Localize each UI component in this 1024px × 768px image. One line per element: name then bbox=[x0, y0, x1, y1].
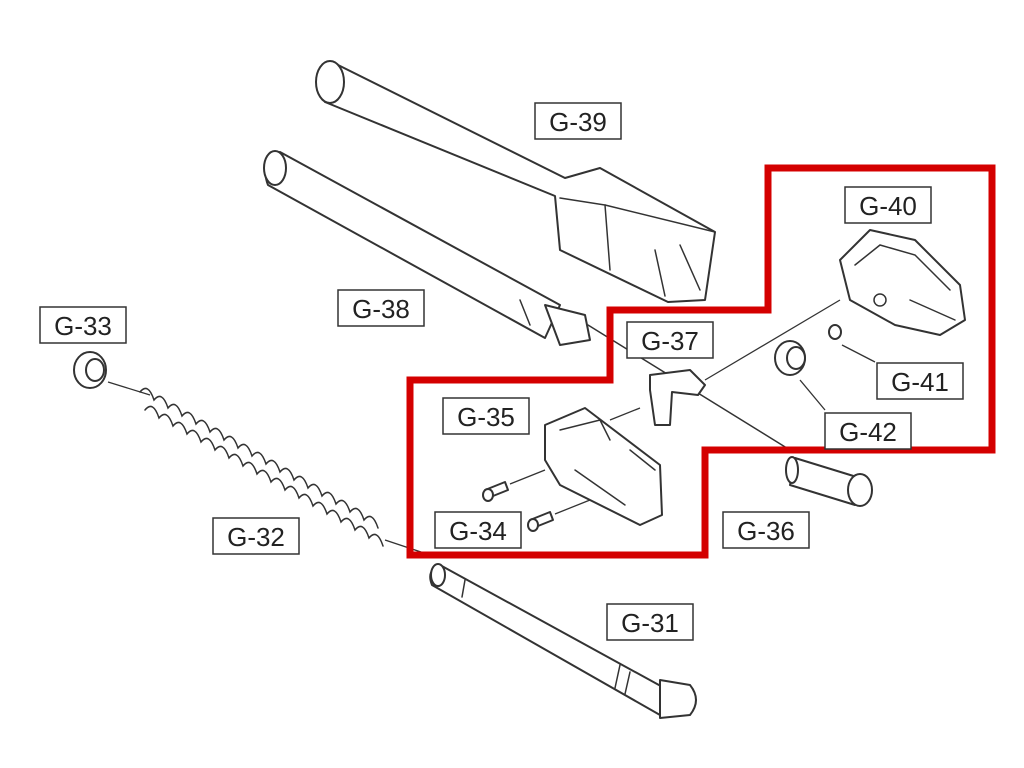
svg-text:G-36: G-36 bbox=[737, 516, 795, 546]
outer-barrel-part bbox=[315, 60, 716, 303]
label-g38: G-38 bbox=[337, 289, 425, 327]
screws-part bbox=[482, 469, 591, 532]
label-g33: G-33 bbox=[39, 306, 127, 344]
o-ring-part bbox=[828, 324, 876, 363]
svg-text:G-33: G-33 bbox=[54, 311, 112, 341]
label-g31: G-31 bbox=[606, 603, 694, 641]
inner-barrel-part bbox=[263, 150, 791, 451]
highlight-outline bbox=[406, 164, 996, 559]
label-g40: G-40 bbox=[844, 186, 932, 224]
svg-text:G-39: G-39 bbox=[549, 107, 607, 137]
label-g41: G-41 bbox=[876, 362, 964, 400]
svg-text:G-41: G-41 bbox=[891, 367, 949, 397]
guide-cap-part bbox=[73, 351, 151, 396]
label-g32: G-32 bbox=[212, 517, 300, 555]
chamber-body-part bbox=[839, 229, 966, 336]
label-g39: G-39 bbox=[534, 102, 622, 140]
label-g36: G-36 bbox=[722, 511, 810, 549]
svg-text:G-35: G-35 bbox=[457, 402, 515, 432]
svg-text:G-40: G-40 bbox=[859, 191, 917, 221]
label-g37: G-37 bbox=[626, 321, 714, 359]
label-g42: G-42 bbox=[824, 412, 912, 450]
hop-up-base-part bbox=[544, 407, 663, 526]
svg-text:G-42: G-42 bbox=[839, 417, 897, 447]
svg-text:G-34: G-34 bbox=[449, 516, 507, 546]
hop-up-rubber-part bbox=[774, 340, 826, 411]
guide-rod-part bbox=[429, 563, 697, 719]
svg-text:G-38: G-38 bbox=[352, 294, 410, 324]
svg-text:G-31: G-31 bbox=[621, 608, 679, 638]
chamber-tube-part bbox=[785, 456, 873, 507]
label-g34: G-34 bbox=[434, 511, 522, 549]
clip-part bbox=[649, 299, 841, 426]
svg-text:G-32: G-32 bbox=[227, 522, 285, 552]
label-g35: G-35 bbox=[442, 397, 530, 435]
svg-text:G-37: G-37 bbox=[641, 326, 699, 356]
